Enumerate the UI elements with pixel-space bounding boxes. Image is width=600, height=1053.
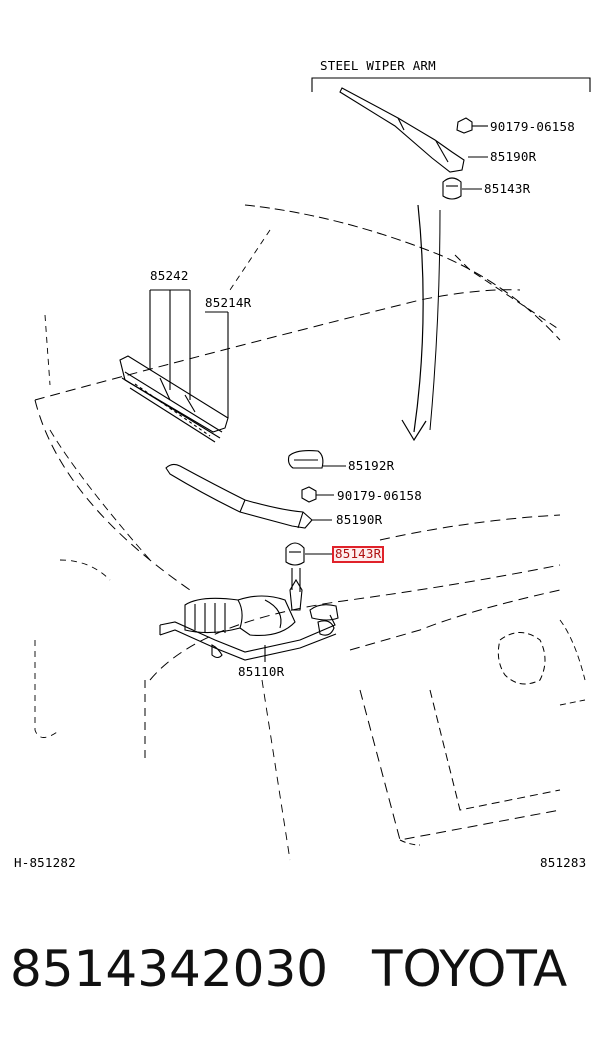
reference-left: H-851282 [14, 855, 76, 870]
header-bracket [311, 77, 591, 92]
steel-wiper-arm-illustration [339, 87, 488, 200]
part-number: 8514342030 [10, 940, 329, 998]
callout-blade[interactable]: 85242 [150, 268, 189, 283]
brand-name: TOYOTA [372, 940, 568, 998]
callout-nut-top[interactable]: 90179-06158 [490, 119, 575, 134]
callout-cap-top[interactable]: 85143R [484, 181, 531, 196]
callout-arm-cover[interactable]: 85192R [348, 458, 395, 473]
wiper-motor-illustration [159, 578, 339, 661]
wiper-blade-illustration [119, 355, 229, 443]
callout-arm-top[interactable]: 85190R [490, 149, 537, 164]
callout-nut-mid[interactable]: 90179-06158 [337, 488, 422, 503]
reference-right: 851283 [540, 855, 587, 870]
callout-arm-mid[interactable]: 85190R [336, 512, 383, 527]
callout-blade-rubber[interactable]: 85214R [205, 295, 252, 310]
header-label: STEEL WIPER ARM [320, 58, 436, 73]
wiper-arm-illustration [165, 463, 332, 529]
diagram-linework [34, 77, 591, 861]
parts-diagram: STEEL WIPER ARM 90179-06158 85190R 85143… [14, 58, 591, 870]
footer-caption: 8514342030 TOYOTA [0, 930, 600, 1010]
callout-motor[interactable]: 85110R [238, 664, 285, 679]
arm-cover-illustration [287, 450, 324, 469]
callout-cap-mid-highlighted[interactable]: 85143R [332, 546, 385, 563]
